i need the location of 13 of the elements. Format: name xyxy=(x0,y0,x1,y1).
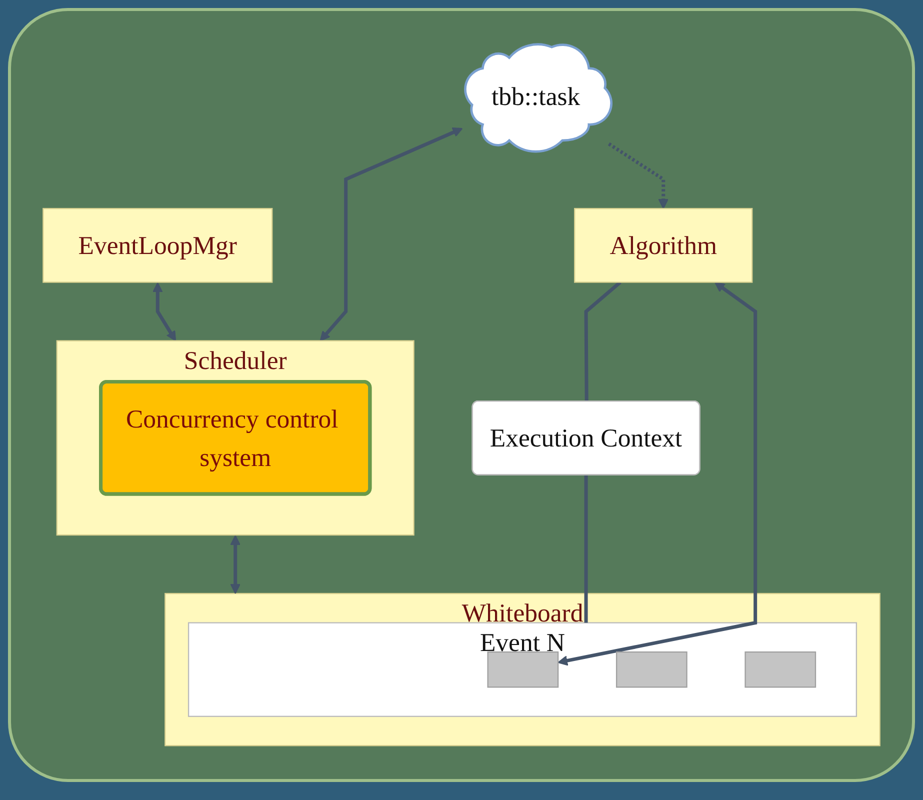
node-box: EventLoopMgr xyxy=(42,208,273,283)
node-box xyxy=(744,651,816,688)
node-box xyxy=(487,651,559,688)
arrow xyxy=(320,127,463,342)
arrow xyxy=(608,142,668,209)
node-box xyxy=(616,651,688,688)
arrow xyxy=(558,282,758,666)
arrow xyxy=(152,282,176,342)
connector xyxy=(584,474,588,623)
cluster: Event N xyxy=(188,622,858,717)
node-box: Algorithm xyxy=(574,208,753,283)
arrow xyxy=(230,535,240,594)
connector xyxy=(584,280,622,402)
